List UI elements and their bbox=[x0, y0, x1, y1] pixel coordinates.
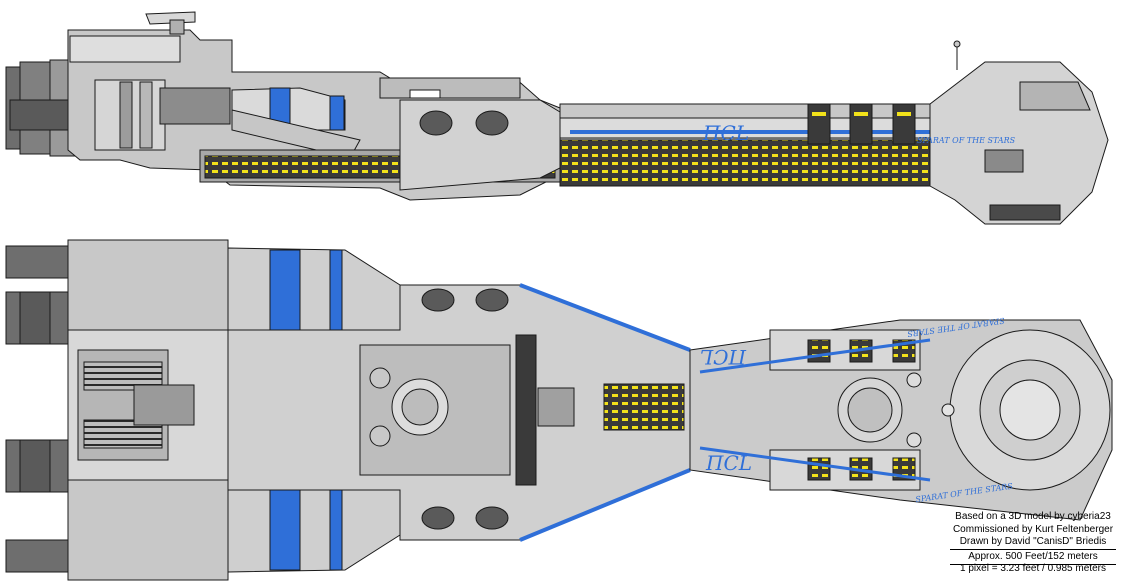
top-engines bbox=[5, 245, 73, 573]
hull-logo-top-lower: ПCL bbox=[705, 451, 752, 475]
top-view bbox=[5, 239, 1113, 581]
hull-logo-top-upper: ПCL bbox=[700, 345, 747, 369]
scale-length: Approx. 500 Feet/152 meters bbox=[968, 550, 1098, 562]
credit-divider bbox=[950, 549, 1116, 550]
scale-pixel: 1 pixel = 3.23 feet / 0.985 meters bbox=[960, 563, 1106, 575]
hull-logo-side: ПCL bbox=[702, 121, 749, 145]
credit-artist: Drawn by David "CanisD" Briedis bbox=[959, 536, 1107, 548]
credit-commission: Commissioned by Kurt Feltenberger bbox=[952, 523, 1114, 535]
side-view bbox=[5, 11, 1109, 225]
scale-divider bbox=[950, 564, 1116, 565]
credits-block: Based on a 3D model by cyberia23 Commiss… bbox=[946, 511, 1120, 576]
credit-model: Based on a 3D model by cyberia23 bbox=[955, 511, 1111, 522]
hull-motto-side: SPARAT OF THE STARS bbox=[917, 136, 1016, 145]
